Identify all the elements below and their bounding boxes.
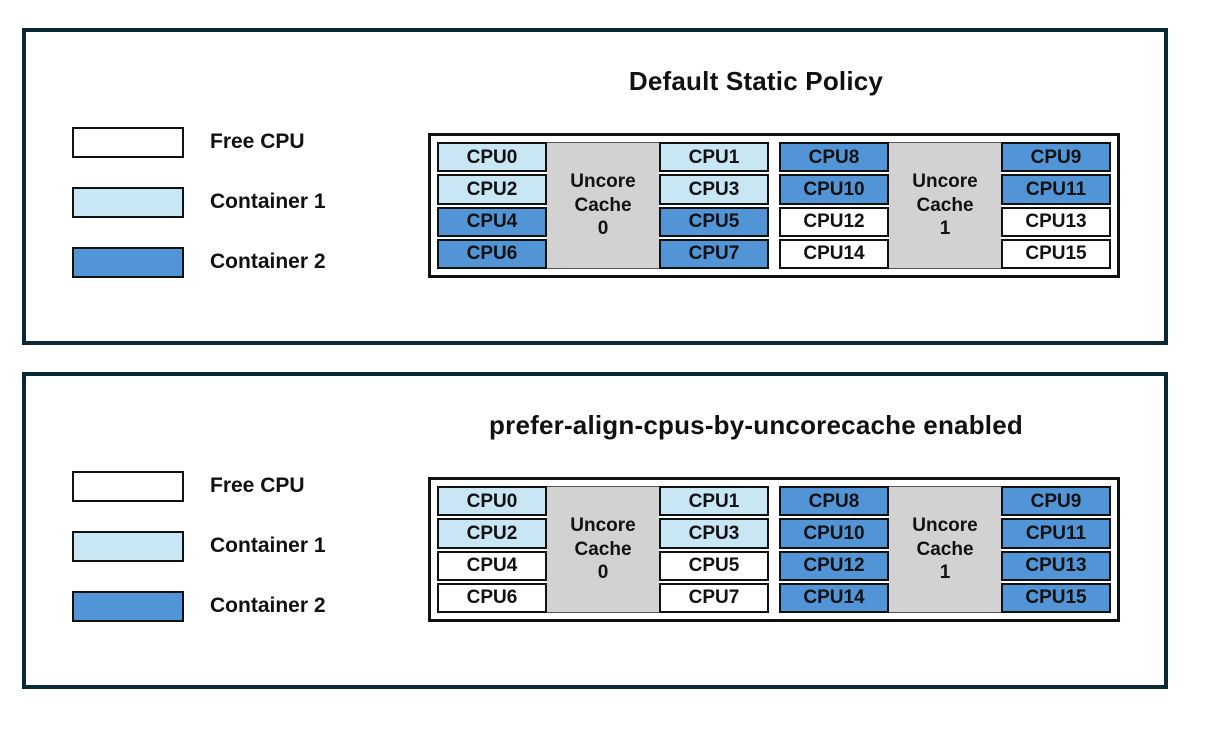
cpu-cell-cpu13: CPU13 — [1001, 206, 1111, 237]
uncore-cache-label-line: Cache — [574, 538, 632, 560]
legend-swatch-container2 — [72, 590, 184, 622]
cpu-cell-cpu15: CPU15 — [1001, 582, 1111, 613]
uncore-cache-label-line: 0 — [597, 218, 609, 240]
cpu-cell-cpu7: CPU7 — [659, 582, 769, 613]
cpu-cell-cpu3: CPU3 — [659, 518, 769, 549]
legend-label: Container 1 — [210, 534, 326, 557]
cpu-cell-cpu6: CPU6 — [437, 238, 547, 269]
cpu-cell-cpu12: CPU12 — [779, 550, 889, 581]
cpu-cell-cpu9: CPU9 — [1001, 486, 1111, 517]
cpu-cell-cpu2: CPU2 — [437, 174, 547, 205]
cpu-cell-cpu10: CPU10 — [779, 174, 889, 205]
cpu-cell-cpu8: CPU8 — [779, 486, 889, 517]
legend-label: Free CPU — [210, 474, 305, 497]
legend-item: Free CPU — [72, 126, 326, 158]
cpu-cell-cpu13: CPU13 — [1001, 550, 1111, 581]
cpu-cell-cpu14: CPU14 — [779, 238, 889, 269]
cpu-cell-cpu10: CPU10 — [779, 518, 889, 549]
cpu-cell-cpu5: CPU5 — [659, 550, 769, 581]
cpu-cell-cpu1: CPU1 — [659, 142, 769, 173]
cpu-cell-cpu0: CPU0 — [437, 142, 547, 173]
uncore-cache-label-line: Cache — [574, 194, 632, 216]
uncore-cache-label-line: 1 — [939, 218, 951, 240]
panel-default-static-policy: Default Static Policy Free CPU Container … — [22, 28, 1168, 345]
cpu-cell-cpu11: CPU11 — [1001, 518, 1111, 549]
legend-label: Container 2 — [210, 250, 326, 273]
cpu-cell-cpu0: CPU0 — [437, 486, 547, 517]
cpu-cell-cpu11: CPU11 — [1001, 174, 1111, 205]
uncore-cache-label-line: 0 — [597, 562, 609, 584]
legend-item: Container 1 — [72, 530, 326, 562]
panel-title: prefer-align-cpus-by-uncorecache enabled — [489, 410, 1023, 440]
uncore-cache-label-line: 1 — [939, 562, 951, 584]
legend-item: Free CPU — [72, 470, 326, 502]
cpu-cell-cpu15: CPU15 — [1001, 238, 1111, 269]
uncore-cache-label-line: Uncore — [570, 514, 636, 536]
cpu-cell-cpu6: CPU6 — [437, 582, 547, 613]
legend-label: Container 1 — [210, 190, 326, 213]
legend-swatch-free — [72, 470, 184, 502]
legend-label: Free CPU — [210, 130, 305, 153]
legend-item: Container 2 — [72, 246, 326, 278]
legend-swatch-free — [72, 126, 184, 158]
uncore-cache-label-line: Uncore — [912, 514, 978, 536]
cpu-cell-cpu8: CPU8 — [779, 142, 889, 173]
cpu-cell-cpu9: CPU9 — [1001, 142, 1111, 173]
panel-prefer-align-cpus-by-uncorecache: prefer-align-cpus-by-uncorecache enabled… — [22, 372, 1168, 689]
panel-title: Default Static Policy — [628, 66, 884, 96]
cpu-cell-cpu14: CPU14 — [779, 582, 889, 613]
cpu-cell-cpu7: CPU7 — [659, 238, 769, 269]
cpu-cell-cpu5: CPU5 — [659, 206, 769, 237]
cpu-cell-cpu12: CPU12 — [779, 206, 889, 237]
uncore-cache-label-line: Cache — [916, 194, 974, 216]
legend: Free CPU Container 1 Container 2 — [72, 470, 326, 650]
cpu-cell-cpu1: CPU1 — [659, 486, 769, 517]
cpu-cell-cpu3: CPU3 — [659, 174, 769, 205]
uncore-cache-label-line: Cache — [916, 538, 974, 560]
legend-swatch-container1 — [72, 186, 184, 218]
cpu-cell-cpu2: CPU2 — [437, 518, 547, 549]
cpu-cell-cpu4: CPU4 — [437, 206, 547, 237]
legend: Free CPU Container 1 Container 2 — [72, 126, 326, 306]
legend-swatch-container1 — [72, 530, 184, 562]
uncore-cache-label-line: Uncore — [570, 170, 636, 192]
cpu-cell-cpu4: CPU4 — [437, 550, 547, 581]
legend-swatch-container2 — [72, 246, 184, 278]
legend-item: Container 2 — [72, 590, 326, 622]
legend-label: Container 2 — [210, 594, 326, 617]
uncore-cache-label-line: Uncore — [912, 170, 978, 192]
legend-item: Container 1 — [72, 186, 326, 218]
